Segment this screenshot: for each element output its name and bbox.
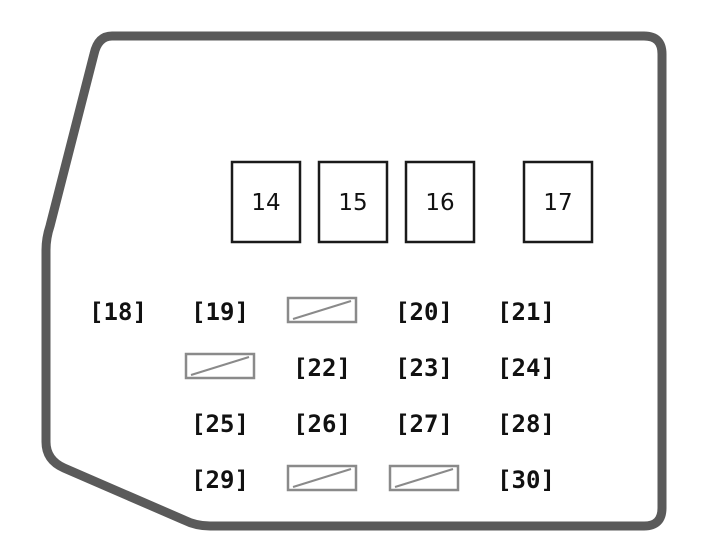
empty-slot [286, 296, 358, 324]
fuse-box-outline [41, 31, 667, 531]
relay-15: 15 [317, 160, 389, 244]
empty-slot-diagonal [292, 300, 352, 320]
fuse-25-label: [25] [191, 410, 249, 438]
fuse-24-label: [24] [497, 354, 555, 382]
fuse-23-label: [23] [395, 354, 453, 382]
fuse-30-label: [30] [497, 466, 555, 494]
empty-slot [388, 464, 460, 492]
fuse-29-label: [29] [191, 466, 249, 494]
relay-14: 14 [230, 160, 302, 244]
empty-slot-diagonal [394, 468, 454, 488]
fuse-28-label: [28] [497, 410, 555, 438]
fuse-18-label: [18] [89, 298, 147, 326]
fuse-22-label: [22] [293, 354, 351, 382]
empty-slot-diagonal [292, 468, 352, 488]
empty-slot [184, 352, 256, 380]
relay-17-box [522, 160, 594, 244]
relay-17: 17 [522, 160, 594, 244]
fuse-20-label: [20] [395, 298, 453, 326]
empty-slot-diagonal [190, 356, 250, 376]
relay-16-box [404, 160, 476, 244]
relay-15-label: 15 [338, 190, 367, 216]
relay-16-label: 16 [425, 190, 454, 216]
fuse-21-label: [21] [497, 298, 555, 326]
empty-slot [286, 464, 358, 492]
relay-16: 16 [404, 160, 476, 244]
relay-14-label: 14 [251, 190, 280, 216]
relay-17-label: 17 [543, 190, 572, 216]
fuse-27-label: [27] [395, 410, 453, 438]
relay-14-box [230, 160, 302, 244]
relay-15-box [317, 160, 389, 244]
fuse-26-label: [26] [293, 410, 351, 438]
fuse-19-label: [19] [191, 298, 249, 326]
